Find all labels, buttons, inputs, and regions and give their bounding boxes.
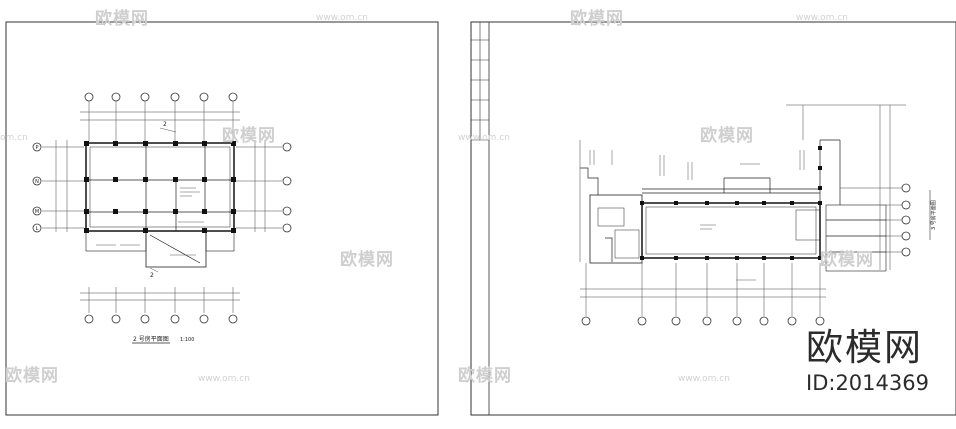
watermark-url: om.cn <box>0 133 28 143</box>
axis-label-l: L <box>36 226 39 232</box>
watermark-logo: 欧模网 <box>5 365 59 386</box>
brand-id: ID:2014369 <box>806 371 929 395</box>
watermark-logo: 欧模网 <box>570 8 624 29</box>
left-annotations <box>96 127 204 273</box>
left-grid-lines <box>42 101 282 313</box>
right-columns <box>640 146 822 260</box>
watermark-url: www.om.cn <box>458 133 510 143</box>
right-grid-lines <box>579 104 906 316</box>
brand-logo: 欧模网 <box>806 326 923 369</box>
watermark-logo: 欧模网 <box>95 8 149 29</box>
watermark-logo: 欧模网 <box>340 249 394 270</box>
watermark-urls: www.om.cn www.om.cn om.cn www.om.cn www.… <box>0 13 848 384</box>
watermark-url: www.om.cn <box>198 374 250 384</box>
left-axis-bubbles <box>32 92 292 324</box>
left-drawing-title: 2 号房平面图 <box>133 335 169 343</box>
section-mark-bottom: 2 <box>150 272 154 279</box>
axis-label-n: N <box>35 179 39 185</box>
left-axis-labels: P N M L <box>35 145 39 232</box>
right-annotations <box>589 150 805 281</box>
right-floor-plan <box>580 139 887 272</box>
watermark-logo: 欧模网 <box>222 125 276 146</box>
brand-stamp: 欧模网 ID:2014369 <box>806 328 929 396</box>
axis-label-p: P <box>35 145 38 151</box>
watermark-url: www.om.cn <box>796 13 848 23</box>
right-axis-bubbles <box>581 183 911 326</box>
section-mark-top: 2 <box>163 121 167 128</box>
left-drawing-scale: 1:100 <box>180 337 194 343</box>
watermark-url: www.om.cn <box>316 13 368 23</box>
axis-label-m: M <box>35 209 39 215</box>
right-side-title: 3 号房平面图 <box>930 200 937 230</box>
watermark-logo: 欧模网 <box>820 249 874 270</box>
left-sheet-frame <box>5 21 439 416</box>
left-floor-plan <box>85 142 235 268</box>
watermark-logos: 欧模网 欧模网 欧模网 欧模网 欧模网 欧模网 欧模网 欧模网 <box>5 8 874 386</box>
watermark-logo: 欧模网 <box>700 125 754 146</box>
left-columns <box>84 141 236 233</box>
watermark-url: www.om.cn <box>678 374 730 384</box>
watermark-logo: 欧模网 <box>458 365 512 386</box>
